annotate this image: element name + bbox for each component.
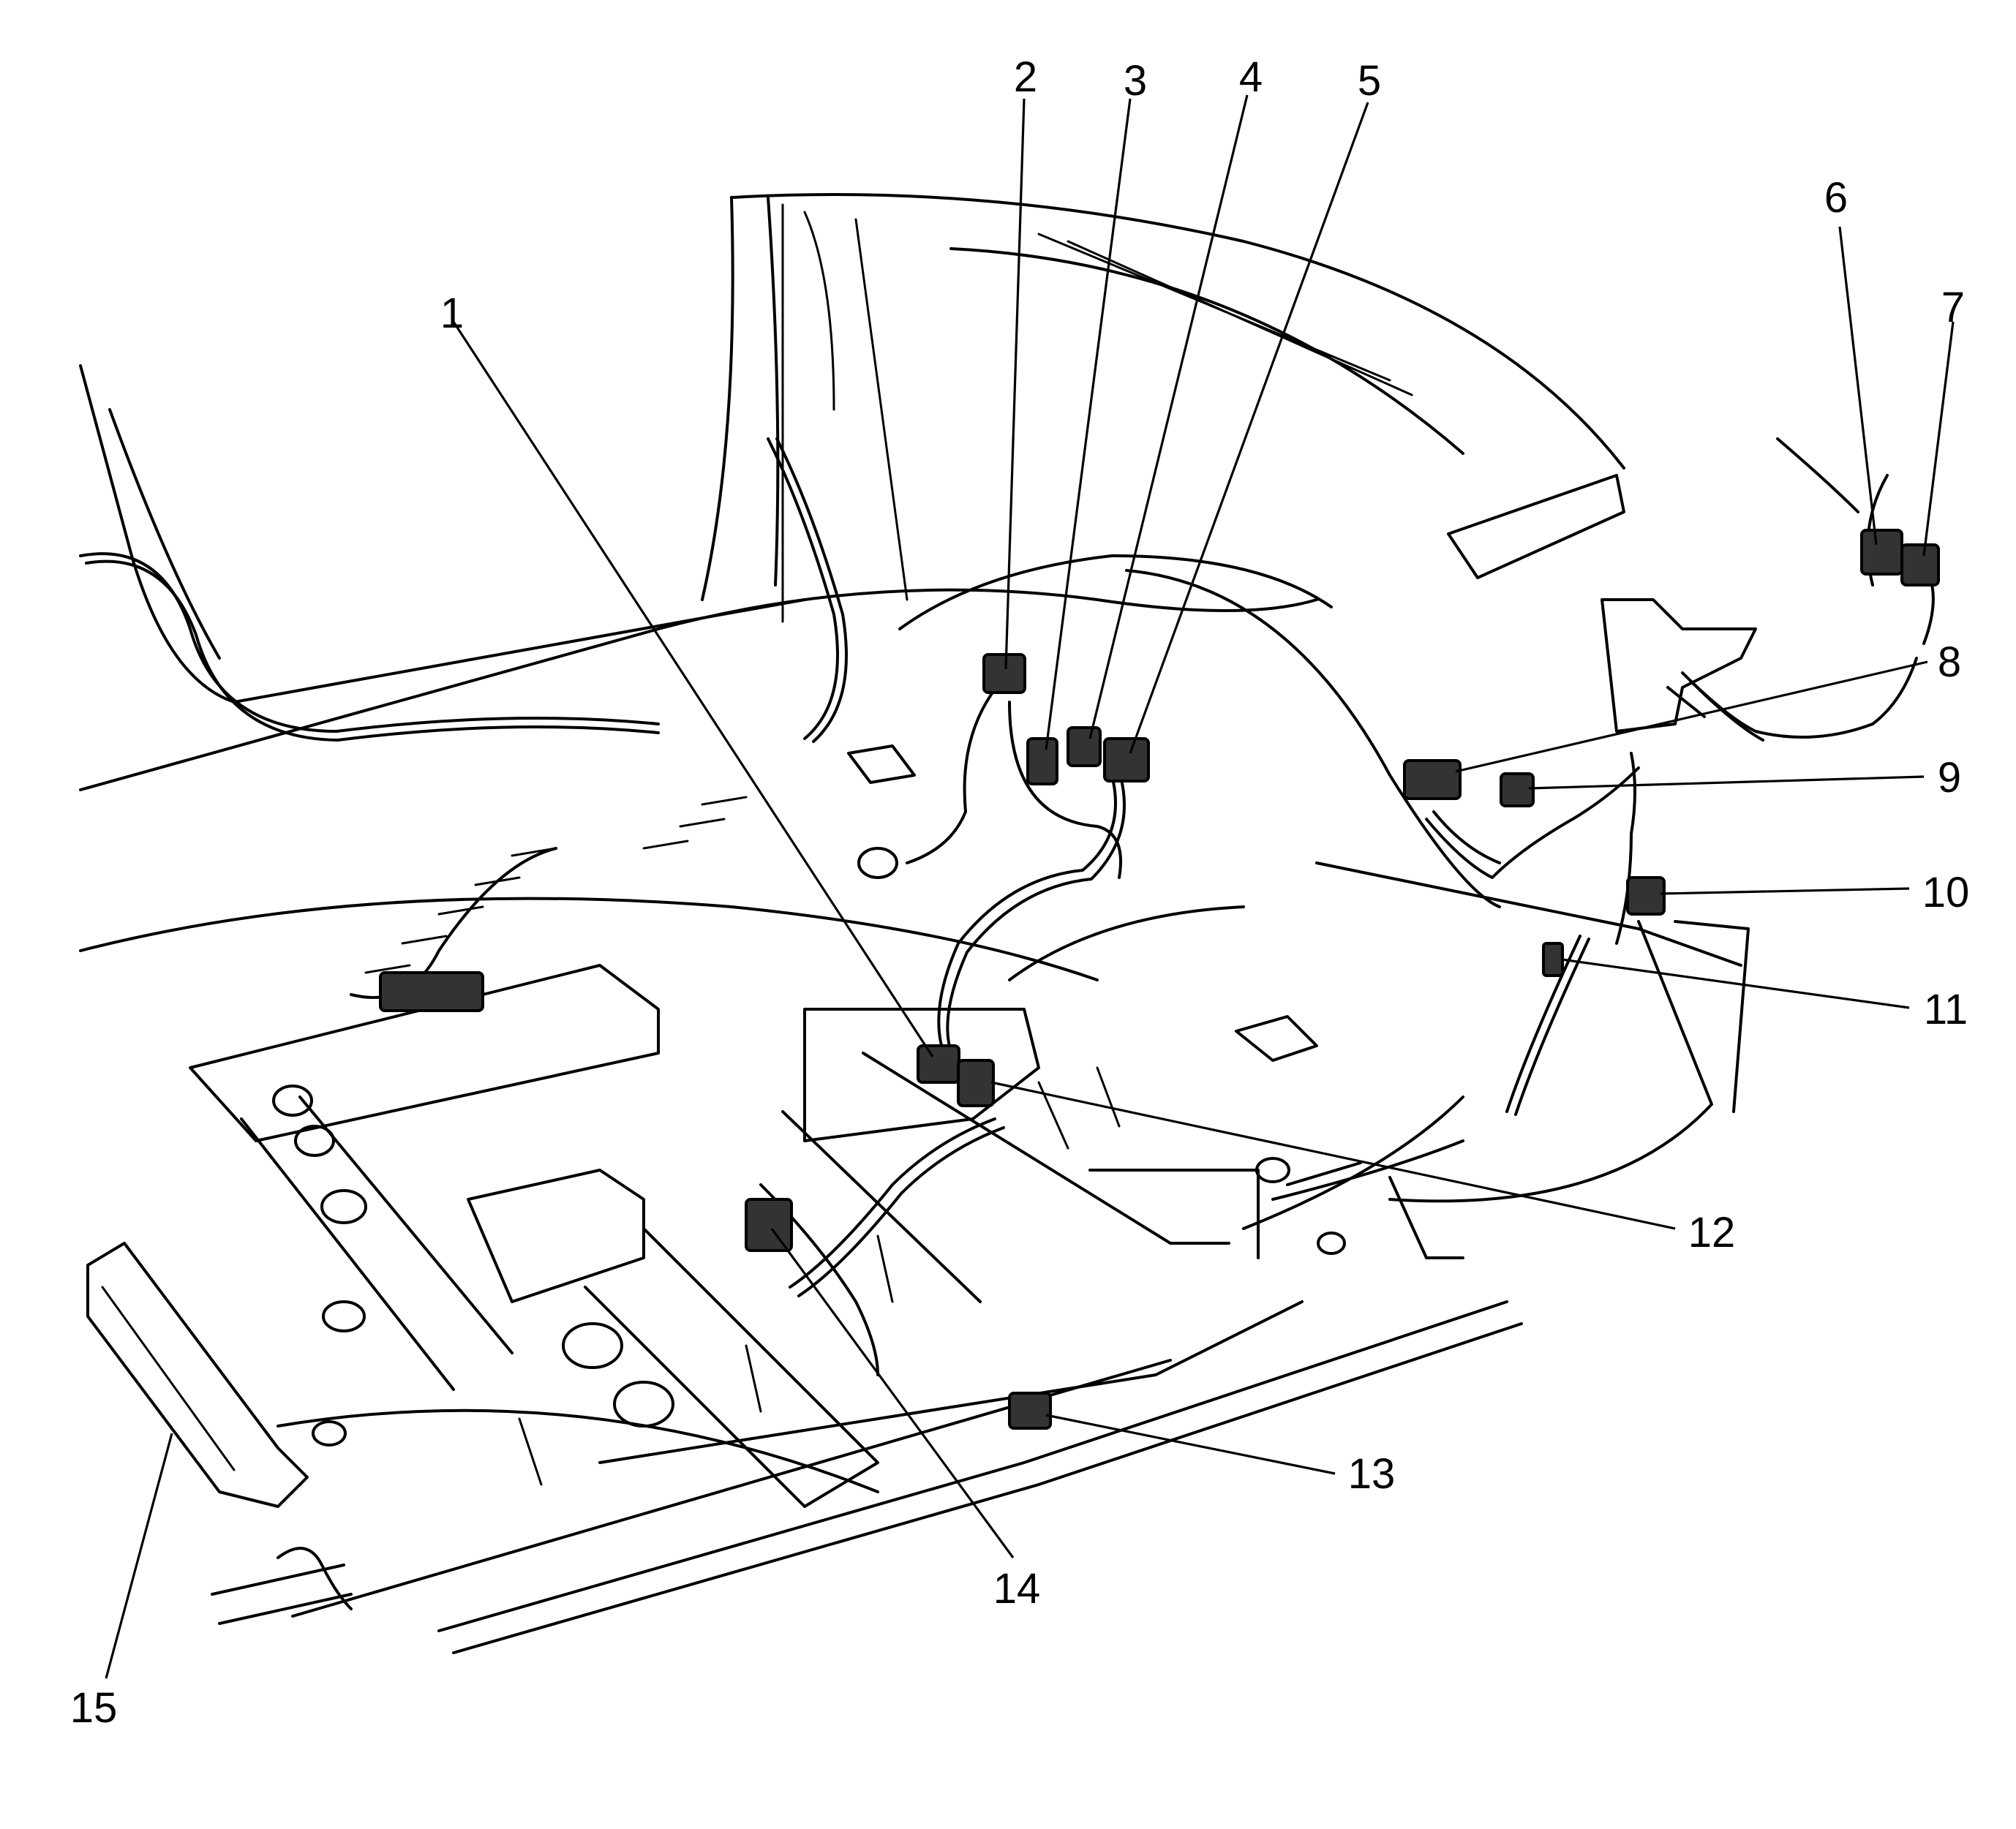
leader-1 xyxy=(452,321,934,1057)
connector-7 xyxy=(1900,543,1940,587)
connector-5 xyxy=(1103,737,1150,782)
leader-8 xyxy=(1455,660,1928,773)
callout-7: 7 xyxy=(1941,284,1965,331)
callout-15: 15 xyxy=(70,1684,118,1732)
leader-14 xyxy=(770,1228,1015,1558)
connector-10 xyxy=(1626,876,1666,916)
leader-15 xyxy=(105,1433,173,1679)
callout-9: 9 xyxy=(1938,754,1961,802)
leader-12 xyxy=(990,1081,1676,1230)
connector-3 xyxy=(1026,737,1058,785)
callout-14: 14 xyxy=(993,1565,1041,1613)
connector-8 xyxy=(1403,759,1462,800)
callout-13: 13 xyxy=(1348,1450,1396,1498)
leader-10 xyxy=(1660,887,1910,895)
callout-11: 11 xyxy=(1924,986,1968,1033)
callout-4: 4 xyxy=(1239,53,1263,101)
connector-14 xyxy=(745,1198,793,1252)
vehicle-floor-structure xyxy=(79,193,1757,1654)
leader-4 xyxy=(1088,94,1249,739)
callout-10: 10 xyxy=(1922,869,1970,916)
callout-3: 3 xyxy=(1124,57,1147,105)
leader-2 xyxy=(1004,98,1026,670)
connectors xyxy=(379,529,1940,1430)
connector-12 xyxy=(957,1059,995,1107)
callout-2: 2 xyxy=(1014,53,1037,101)
connector-1 xyxy=(917,1044,960,1084)
callout-1: 1 xyxy=(440,290,464,337)
leader-7 xyxy=(1922,321,1955,557)
leader-9 xyxy=(1528,775,1925,790)
leader-3 xyxy=(1045,98,1132,750)
callout-8: 8 xyxy=(1938,638,1961,686)
callout-5: 5 xyxy=(1358,57,1381,105)
connector-4 xyxy=(1067,726,1102,767)
connector-13 xyxy=(1008,1392,1052,1430)
leader-6 xyxy=(1838,226,1878,546)
leader-lines xyxy=(105,94,1955,1679)
wiring-harness xyxy=(79,437,1935,1625)
module-connector xyxy=(379,971,484,1012)
connector-11 xyxy=(1542,942,1564,977)
leader-5 xyxy=(1129,102,1369,754)
callout-labels: 1 2 3 4 5 6 7 8 9 10 11 12 13 14 15 xyxy=(70,53,1970,1732)
connector-6 xyxy=(1860,529,1903,576)
callout-6: 6 xyxy=(1824,174,1848,222)
leader-11 xyxy=(1561,958,1910,1009)
callout-12: 12 xyxy=(1688,1209,1736,1256)
floor-slot-holes xyxy=(364,796,1121,1486)
connector-2 xyxy=(982,653,1026,694)
leader-13 xyxy=(1045,1414,1336,1475)
connector-9 xyxy=(1500,772,1535,807)
